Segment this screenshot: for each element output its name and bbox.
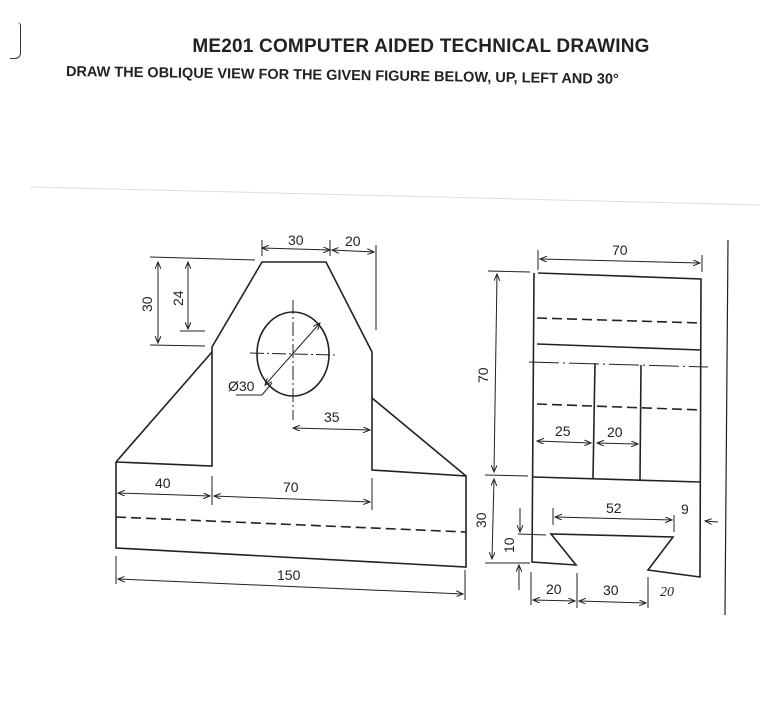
dim-height-30: 30 <box>139 296 155 312</box>
dim-left-25: 25 <box>555 423 571 439</box>
dim-bottom-30: 30 <box>603 582 619 598</box>
dim-top-52: 52 <box>606 500 622 516</box>
side-dimensions <box>29 186 761 616</box>
dim-height-24: 24 <box>170 290 186 306</box>
page-title: ME201 COMPUTER AIDED TECHNICAL DRAWING <box>192 36 650 57</box>
front-view <box>115 261 467 568</box>
dim-mid-20: 20 <box>607 424 623 440</box>
dim-hole-diameter: Ø30 <box>228 378 255 394</box>
dim-slot-depth: 10 <box>501 537 517 553</box>
dim-bottom-20: 20 <box>546 581 562 597</box>
dim-side-lower-height: 30 <box>473 512 489 528</box>
dim-hole-offset: 35 <box>324 409 340 425</box>
scan-margin-mark <box>10 22 21 59</box>
dim-top-width: 30 <box>288 232 304 248</box>
dim-side-upper-height: 70 <box>475 367 491 383</box>
dim-total: 150 <box>277 567 301 583</box>
dim-center: 70 <box>283 479 299 495</box>
side-view <box>528 272 709 578</box>
front-dimensions <box>115 240 466 600</box>
dim-right-9: 9 <box>681 501 689 517</box>
dim-handwritten-20: 20 <box>660 585 674 600</box>
dim-left-step: 40 <box>155 475 171 491</box>
dim-top-offset: 20 <box>345 233 361 249</box>
dim-side-width: 70 <box>612 242 628 258</box>
